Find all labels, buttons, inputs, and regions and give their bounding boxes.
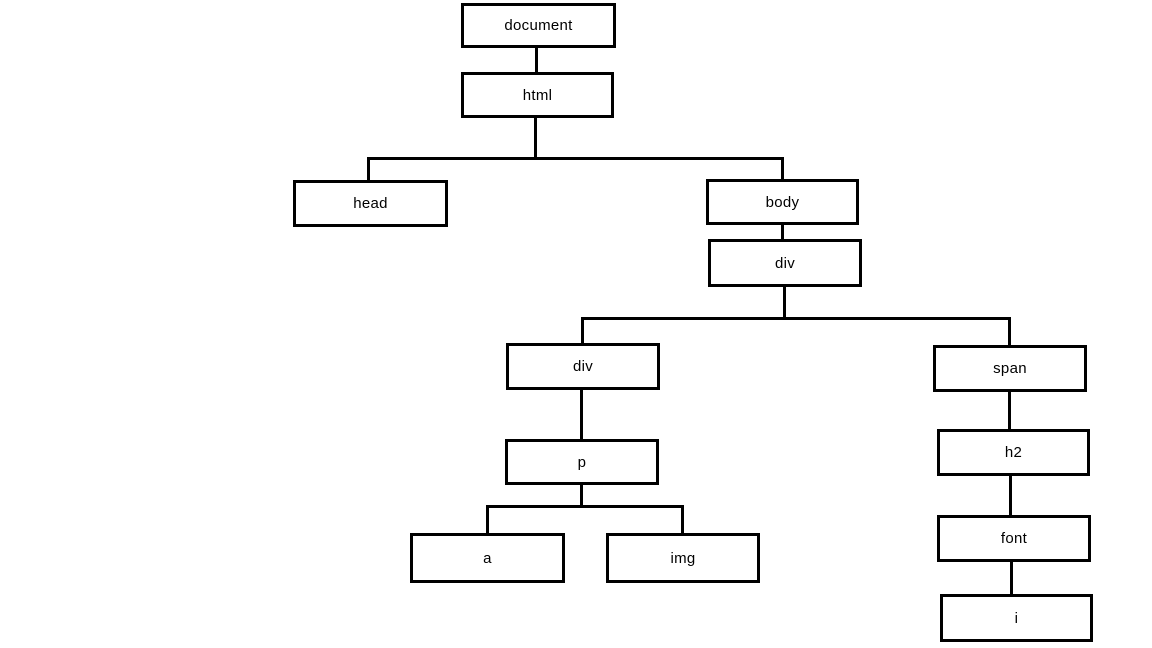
connector-div2-p	[580, 389, 583, 440]
connector-div-children	[581, 317, 1011, 320]
node-body: body	[706, 179, 859, 225]
node-p: p	[505, 439, 659, 485]
connector-p-stem	[580, 484, 583, 507]
node-img: img	[606, 533, 760, 583]
connector-p-children	[486, 505, 684, 508]
node-div-outer: div	[708, 239, 862, 287]
connector-document-html	[535, 48, 538, 73]
node-a: a	[410, 533, 565, 583]
node-h2: h2	[937, 429, 1090, 476]
connector-h2-font	[1009, 475, 1012, 516]
connector-span-h2	[1008, 391, 1011, 430]
node-span: span	[933, 345, 1087, 392]
connector-html-children	[367, 157, 784, 160]
connector-body-div	[781, 224, 784, 240]
connector-div-stem	[783, 286, 786, 319]
connector-head-stub	[367, 157, 370, 181]
connector-html-stem	[534, 118, 537, 159]
node-div-inner: div	[506, 343, 660, 390]
node-html: html	[461, 72, 614, 118]
connector-div2-stub	[581, 317, 584, 344]
node-document: document	[461, 3, 616, 48]
connector-img-stub	[681, 505, 684, 534]
node-head: head	[293, 180, 448, 227]
node-i: i	[940, 594, 1093, 642]
node-font: font	[937, 515, 1091, 562]
connector-a-stub	[486, 505, 489, 534]
connector-font-i	[1010, 561, 1013, 595]
connector-span-stub	[1008, 317, 1011, 346]
connector-body-stub	[781, 157, 784, 180]
